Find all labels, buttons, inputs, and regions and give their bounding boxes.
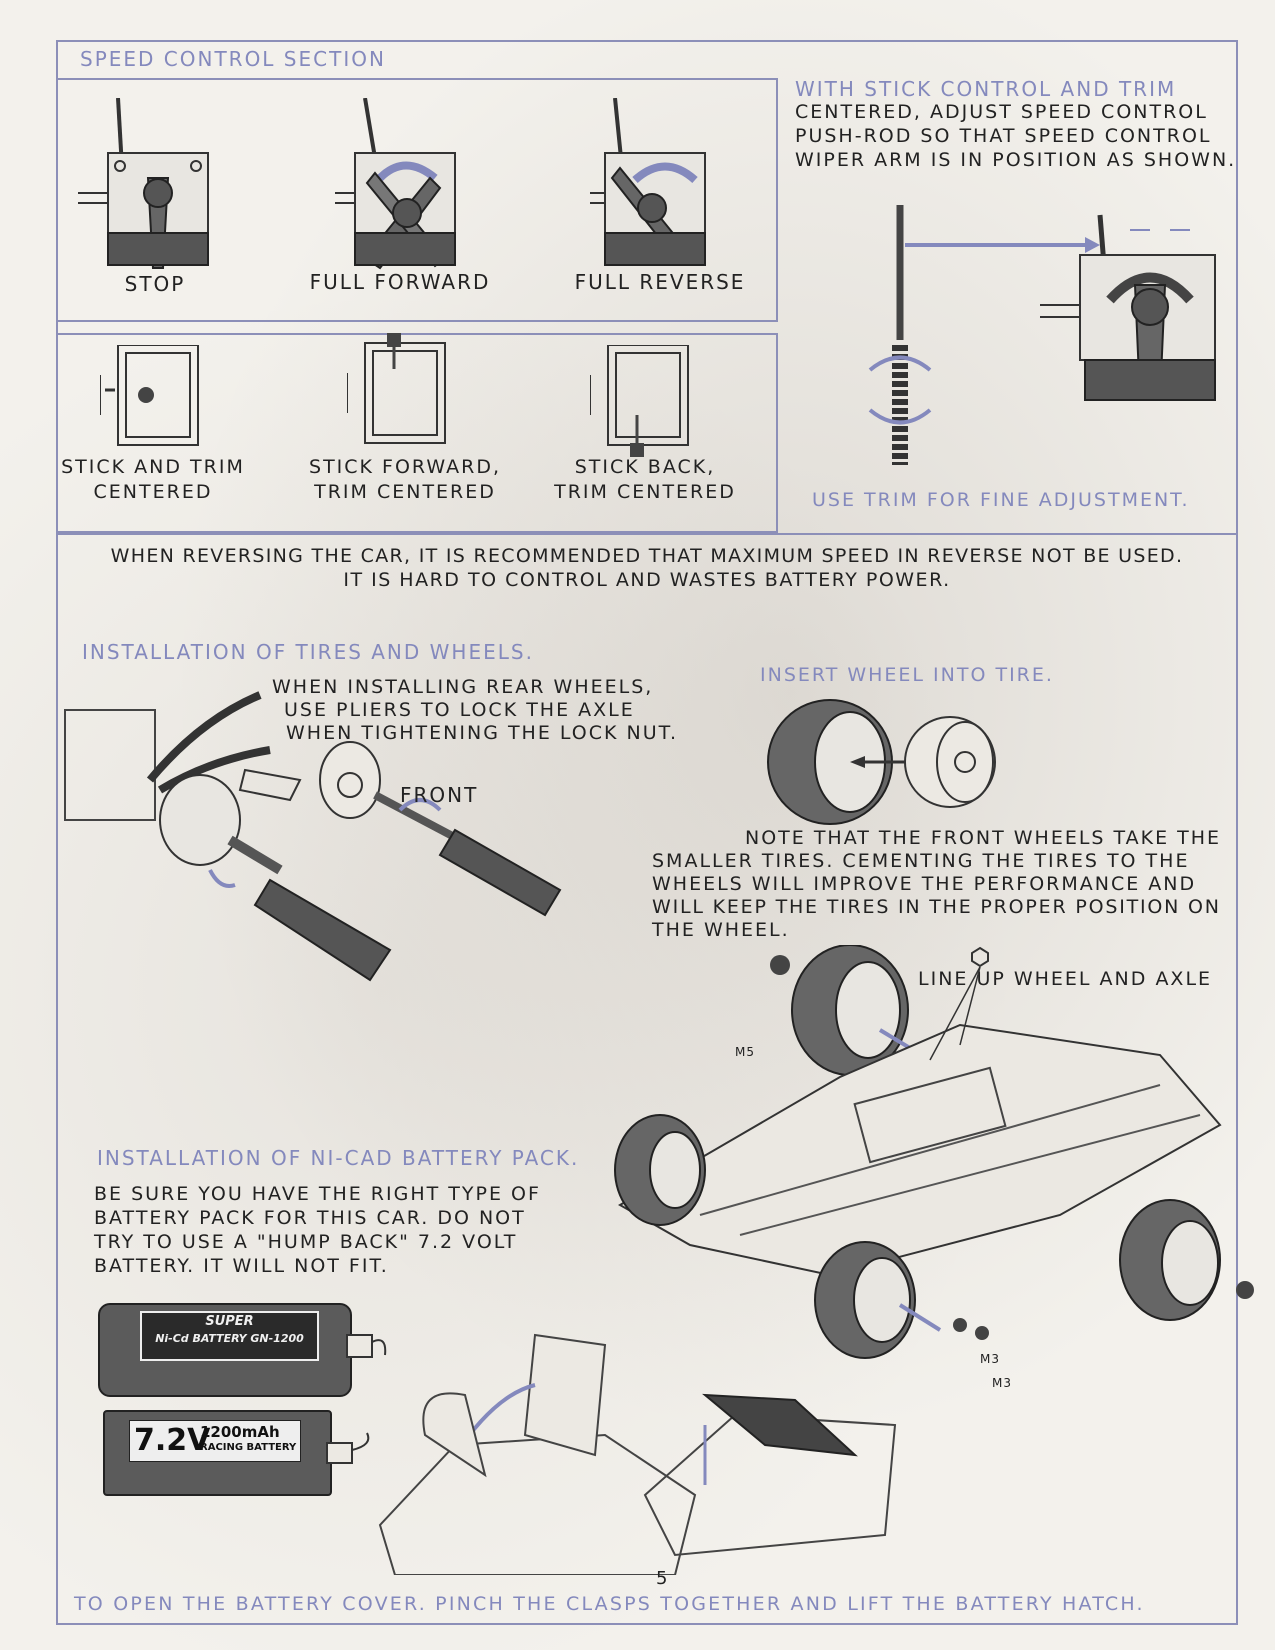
battery-title: INSTALLATION OF NI-CAD BATTERY PACK.: [97, 1146, 580, 1170]
battery-pack-super-label: SUPER Ni-Cd BATTERY GN-1200: [140, 1311, 319, 1361]
servo-full-forward-illustration: [335, 98, 456, 270]
stick-state-3-line-1: STICK BACK,: [574, 456, 716, 478]
page-frame: [56, 40, 1238, 1625]
line-up-label: LINE UP WHEEL AND AXLE: [918, 968, 1213, 990]
front-note-line-3: WHEELS WILL IMPROVE THE PERFORMANCE AND: [652, 873, 1197, 895]
battery-pack-racing-type: RACING BATTERY: [200, 1442, 297, 1453]
stick-forward-illustration: [347, 333, 446, 444]
pliers-screwdriver-illustration: [64, 691, 562, 982]
stick-instruction-line-1: CENTERED, ADJUST SPEED CONTROL: [795, 101, 1208, 123]
position-label-stop: STOP: [124, 272, 186, 296]
insert-wheel-title: INSERT WHEEL INTO TIRE.: [760, 664, 1054, 686]
battery-note-line-4: BATTERY. IT WILL NOT FIT.: [94, 1255, 389, 1277]
wheel-tire-illustration: [767, 699, 996, 825]
stick-state-1-line-1: STICK AND TRIM: [61, 456, 245, 478]
front-note-line-2: SMALLER TIRES. CEMENTING THE TIRES TO TH…: [652, 850, 1190, 872]
stick-instruction-line-2: PUSH-ROD SO THAT SPEED CONTROL: [795, 125, 1212, 147]
rear-note-line-1: WHEN INSTALLING REAR WHEELS,: [272, 676, 654, 698]
tires-title: INSTALLATION OF TIRES AND WHEELS.: [82, 640, 534, 664]
stick-instruction-line-3: WIPER ARM IS IN POSITION AS SHOWN.: [795, 149, 1237, 171]
battery-pack-racing: 7.2V 1200mAh RACING BATTERY: [103, 1410, 332, 1496]
stick-control-title: WITH STICK CONTROL AND TRIM: [795, 77, 1177, 101]
front-label: FRONT: [400, 783, 479, 807]
page-number: 5: [656, 1568, 670, 1589]
reverse-warning-line-2: IT IS HARD TO CONTROL AND WASTES BATTERY…: [343, 569, 951, 591]
part-label-m3-b: M3: [992, 1376, 1012, 1390]
servo-stop-illustration: [78, 98, 209, 269]
battery-note-line-3: TRY TO USE A "HUMP BACK" 7.2 VOLT: [94, 1231, 518, 1253]
speed-positions-box: [56, 78, 778, 322]
battery-pack-super-model: Ni-Cd BATTERY GN-1200: [155, 1332, 304, 1345]
trim-note: USE TRIM FOR FINE ADJUSTMENT.: [812, 489, 1190, 511]
battery-pack-super-brand: SUPER: [205, 1314, 254, 1329]
servo-full-reverse-illustration: [590, 98, 706, 266]
reverse-warning-divider: [56, 533, 1238, 535]
stick-state-2-line-2: TRIM CENTERED: [314, 481, 496, 503]
rear-note-line-2: USE PLIERS TO LOCK THE AXLE: [284, 699, 635, 721]
battery-connector-1-illustration: [346, 1334, 387, 1358]
front-note-line-5: THE WHEEL.: [652, 919, 790, 941]
stick-centered-illustration: [100, 345, 199, 446]
part-label-m3-a: M3: [980, 1352, 1000, 1366]
part-label-m5: M5: [735, 1045, 755, 1059]
position-label-full-reverse: FULL REVERSE: [574, 270, 746, 294]
reverse-warning-line-1: WHEN REVERSING THE CAR, IT IS RECOMMENDE…: [110, 545, 1184, 567]
front-note-line-4: WILL KEEP THE TIRES IN THE PROPER POSITI…: [652, 896, 1221, 918]
battery-pack-racing-label: 7.2V 1200mAh RACING BATTERY: [129, 1420, 301, 1462]
rear-note-line-3: WHEN TIGHTENING THE LOCK NUT.: [286, 722, 679, 744]
battery-cover-note: TO OPEN THE BATTERY COVER. PINCH THE CLA…: [74, 1593, 1145, 1615]
stick-state-1-line-2: CENTERED: [93, 481, 213, 503]
battery-pack-racing-capacity: 1200mAh: [200, 1423, 280, 1441]
battery-note-line-1: BE SURE YOU HAVE THE RIGHT TYPE OF: [94, 1183, 541, 1205]
battery-hatch-illustration: [378, 1333, 897, 1575]
speed-control-title: SPEED CONTROL SECTION: [80, 47, 386, 71]
pushrod-adjust-illustration: [868, 205, 1216, 465]
position-label-full-forward: FULL FORWARD: [309, 270, 491, 294]
stick-state-2-line-1: STICK FORWARD,: [309, 456, 501, 478]
chassis-assembly-illustration: [614, 945, 1254, 1359]
battery-connector-2-illustration: [326, 1432, 370, 1464]
stick-state-3-line-2: TRIM CENTERED: [554, 481, 736, 503]
front-note-line-1: NOTE THAT THE FRONT WHEELS TAKE THE: [745, 827, 1222, 849]
stick-states-box: [56, 333, 778, 533]
stick-back-illustration: [590, 345, 689, 457]
battery-pack-racing-voltage: 7.2V: [134, 1423, 211, 1458]
battery-pack-super: SUPER Ni-Cd BATTERY GN-1200: [98, 1303, 352, 1397]
battery-note-line-2: BATTERY PACK FOR THIS CAR. DO NOT: [94, 1207, 526, 1229]
